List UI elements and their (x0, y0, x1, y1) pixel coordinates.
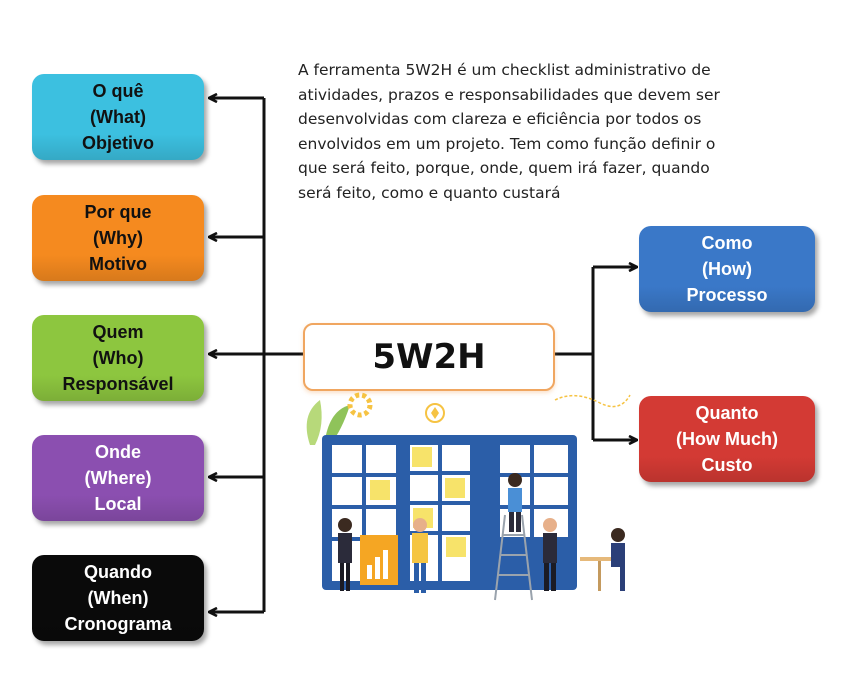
who-box: Quem (Who) Responsável (32, 315, 204, 401)
when-meaning: Cronograma (64, 614, 172, 634)
what-english: (What) (90, 107, 146, 127)
how-much-english: (How Much) (676, 429, 778, 449)
where-english: (Where) (84, 468, 152, 488)
how-box: Como (How) Processo (639, 226, 815, 312)
where-box: Onde (Where) Local (32, 435, 204, 521)
why-box: Por que (Why) Motivo (32, 195, 204, 281)
where-title: Onde (94, 442, 141, 462)
how-much-meaning: Custo (701, 455, 753, 475)
how-much-title: Quanto (695, 403, 759, 423)
how-title: Como (701, 233, 753, 253)
how-meaning: Processo (686, 285, 768, 305)
how-much-box: Quanto (How Much) Custo (639, 396, 815, 482)
how-english: (How) (702, 259, 752, 279)
what-meaning: Objetivo (81, 133, 154, 153)
what-title: O quê (92, 81, 144, 101)
why-meaning: Motivo (89, 254, 147, 274)
what-box: O quê (What) Objetivo (32, 74, 204, 160)
who-english: (Who) (92, 348, 144, 368)
when-title: Quando (84, 562, 152, 582)
center-5w2h-box: 5W2H (303, 323, 555, 391)
description-text: A ferramenta 5W2H é um checklist adminis… (298, 61, 720, 202)
why-title: Por que (84, 202, 152, 222)
who-meaning: Responsável (62, 374, 174, 394)
where-meaning: Local (94, 494, 142, 514)
when-english: (When) (87, 588, 149, 608)
team-board-illustration (306, 392, 631, 601)
when-box: Quando (When) Cronograma (32, 555, 204, 641)
who-title: Quem (92, 322, 144, 342)
why-english: (Why) (93, 228, 143, 248)
